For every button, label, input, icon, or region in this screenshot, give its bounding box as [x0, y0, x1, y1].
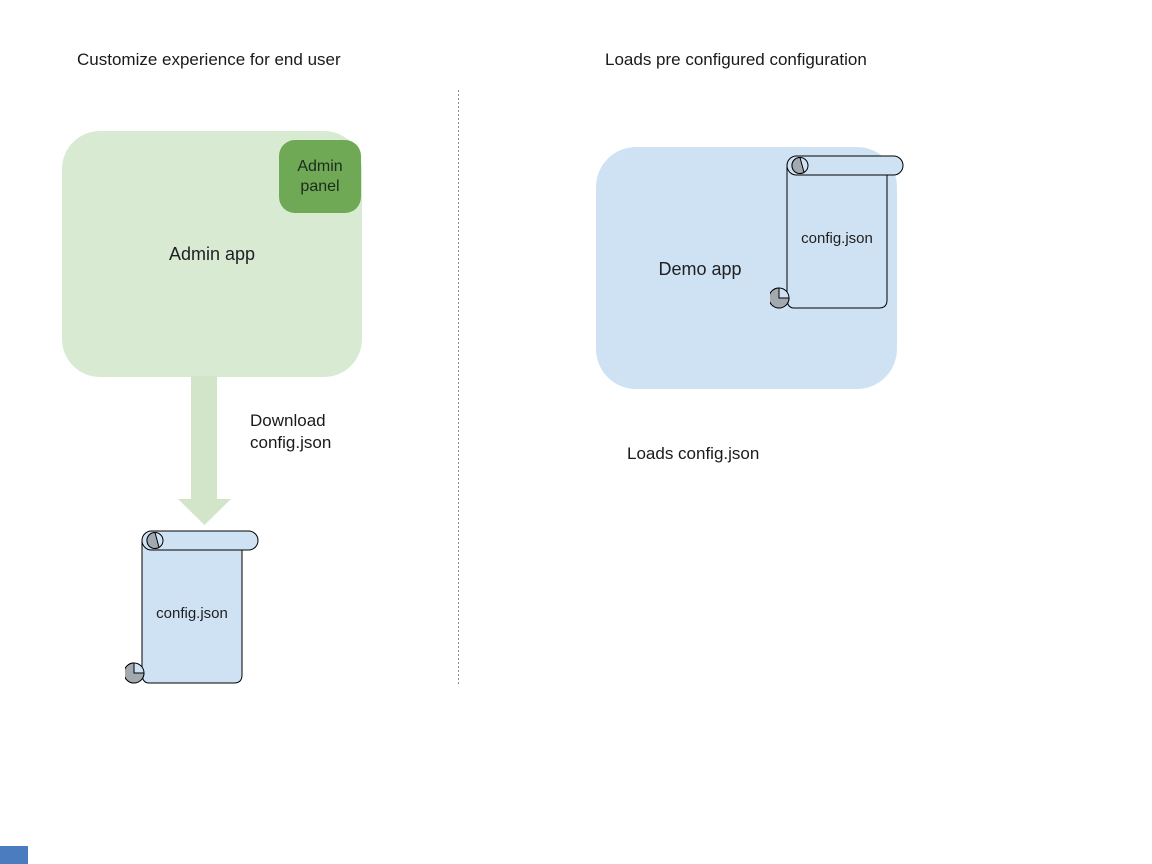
scroll-top-curl-shade [791, 156, 805, 174]
admin-panel-label-line1: Admin [297, 157, 343, 175]
admin-panel-box: Admin panel [279, 140, 361, 213]
scroll-top-curl-shade [146, 531, 160, 549]
config-file-scroll-left: config.json [125, 530, 259, 684]
admin-app-label: Admin app [168, 243, 256, 264]
config-file-label-left: config.json [156, 605, 228, 622]
config-file-label-right: config.json [801, 230, 873, 247]
corner-blue-artifact [0, 846, 28, 864]
scroll-top-roll [141, 530, 259, 551]
admin-panel-label-line2: panel [300, 177, 340, 195]
scroll-bottom-curl-shade [770, 287, 790, 309]
left-section-title: Customize experience for end user [77, 50, 341, 69]
download-label-line1: Download [250, 411, 326, 430]
section-divider [458, 90, 459, 686]
demo-app-label: Demo app [658, 259, 742, 279]
download-label-line2: config.json [250, 433, 332, 452]
download-arrow-label: Download config.json [250, 410, 331, 454]
right-section-title: Loads pre configured configuration [605, 50, 867, 69]
loads-config-caption: Loads config.json [627, 444, 760, 463]
config-file-scroll-right: config.json [770, 155, 904, 309]
scroll-top-roll [786, 155, 904, 176]
download-arrow-shape [178, 376, 231, 525]
scroll-bottom-curl-shade [125, 662, 145, 684]
download-arrow-icon [178, 376, 231, 525]
